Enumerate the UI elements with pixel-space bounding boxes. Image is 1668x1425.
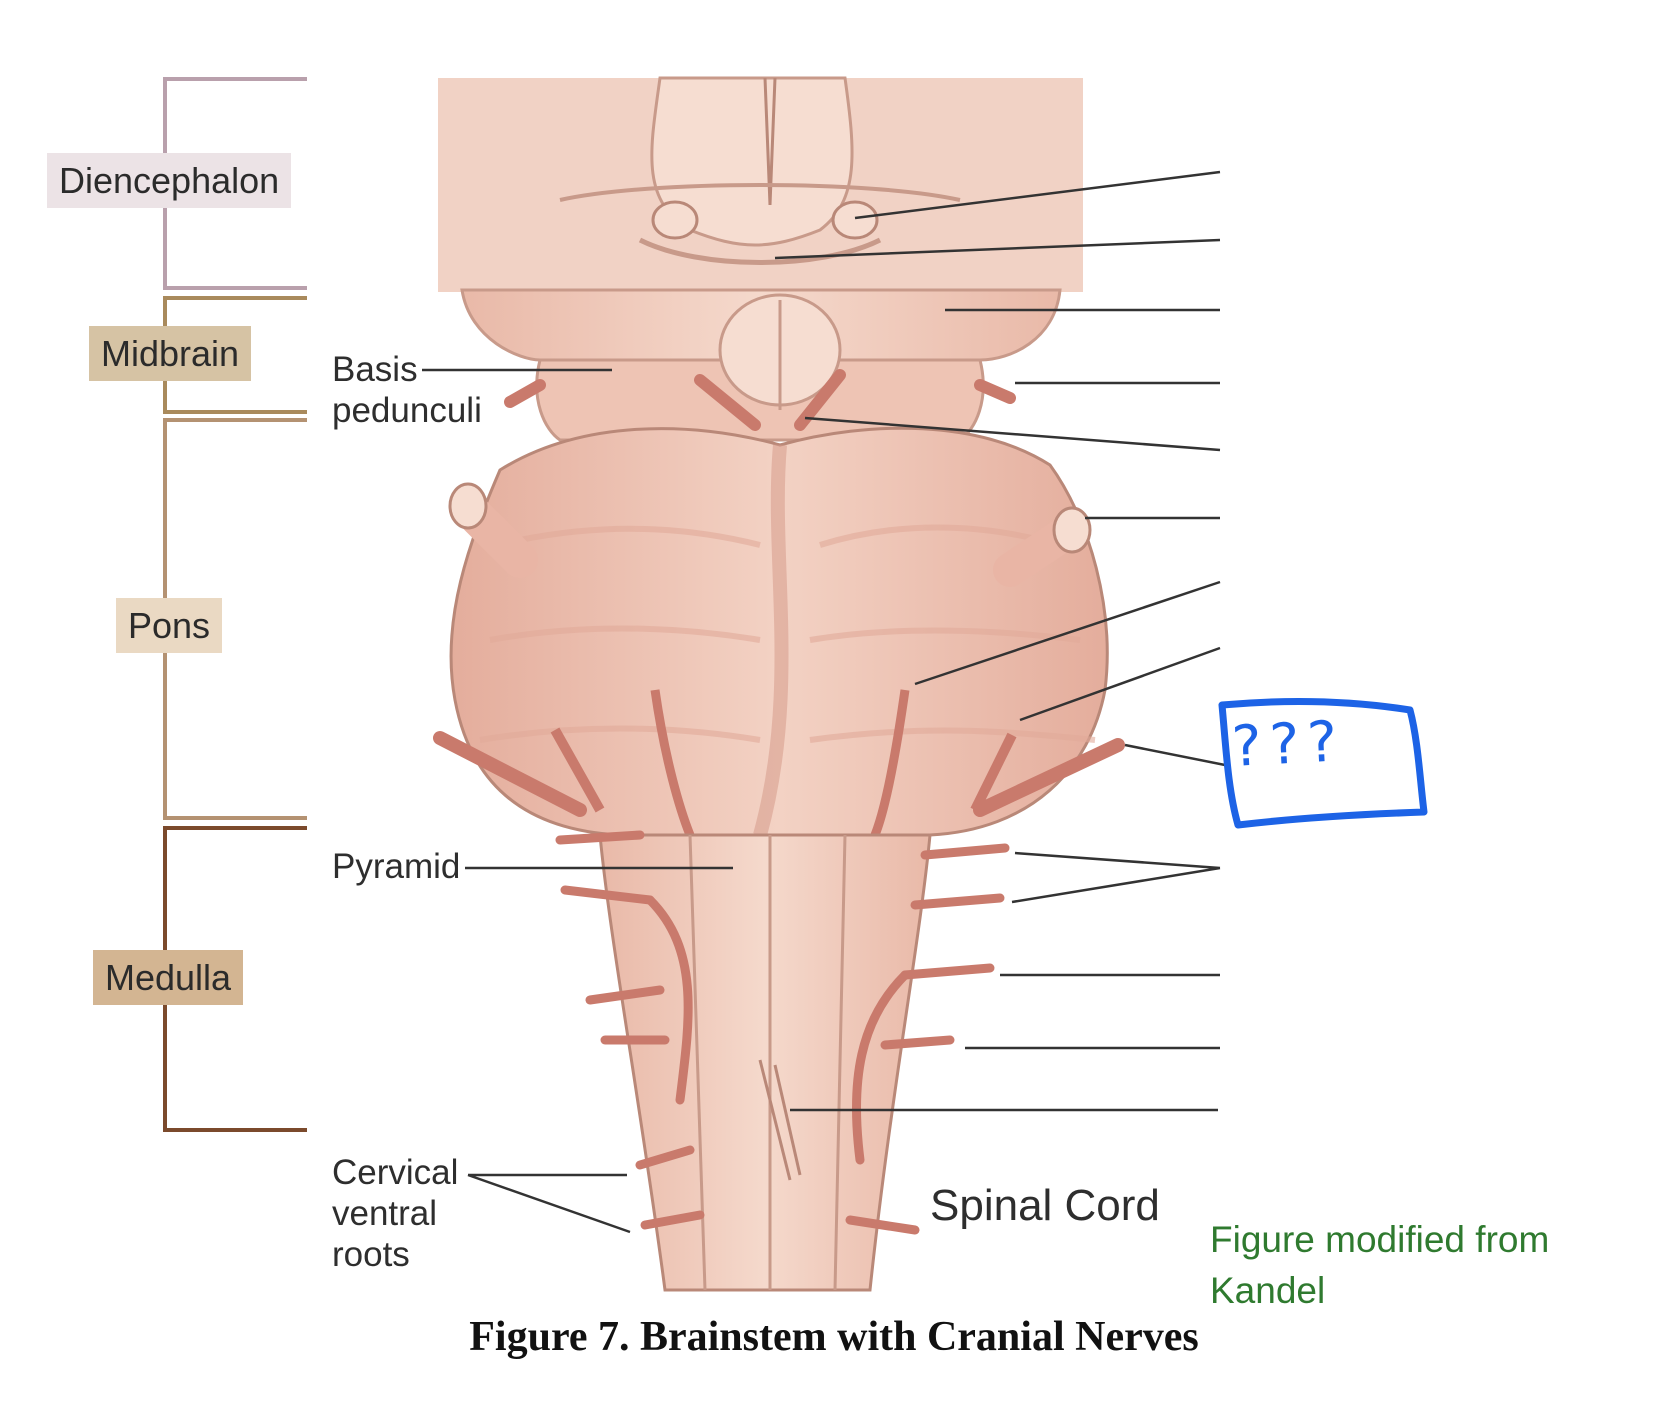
label-basis-pedunculi: Basis pedunculi — [332, 349, 482, 431]
region-label-pons: Pons — [116, 598, 223, 654]
leader-vestibulocochlear — [1124, 743, 1226, 767]
label-cervical-line-2: ventral — [332, 1194, 438, 1233]
label-cervical-line-3: roots — [332, 1235, 410, 1274]
abducens-nerve-left — [650, 689, 695, 837]
annotation-box — [1218, 697, 1428, 829]
leader-glossopharyngeal-vagus — [1011, 851, 1221, 904]
oculomotor-nerve-left — [694, 374, 761, 431]
vestibulocochlear-nerve-right — [973, 738, 1125, 817]
midbrain-structure — [460, 288, 1062, 442]
region-label-diencephalon: Diencephalon — [47, 153, 292, 209]
optic-nerve-stump-left — [651, 200, 699, 240]
label-cervical-line-1: Cervical — [332, 1153, 459, 1192]
facial-nerve-right — [970, 732, 1017, 813]
label-basis-line-1: Basis — [332, 350, 418, 389]
diencephalon-structure — [438, 76, 1083, 292]
leader-facial — [1019, 646, 1221, 722]
figure-caption: Figure 7. Brainstem with Cranial Nerves — [469, 1314, 1199, 1360]
trochlear-nerve-right — [974, 379, 1016, 404]
figure-credit-line-1: Figure modified from — [1210, 1219, 1550, 1260]
label-pyramid: Pyramid — [332, 847, 461, 886]
vestibulocochlear-nerve-left — [433, 731, 587, 817]
region-label-midbrain: Midbrain — [89, 326, 252, 382]
facial-nerve-left — [550, 727, 605, 813]
leader-optic-nerve — [854, 170, 1221, 220]
pons-structure — [433, 426, 1125, 837]
oculomotor-nerve-right — [794, 369, 846, 431]
leader-optic-chiasm — [774, 238, 1221, 260]
optic-nerve-stump-right — [831, 200, 879, 240]
leader-cervical-roots — [467, 1173, 631, 1234]
label-spinal-cord: Spinal Cord — [930, 1181, 1160, 1230]
leader-oculomotor — [804, 416, 1221, 452]
figure-credit-line-2: Kandel — [1210, 1270, 1326, 1311]
medulla-nerve-roots — [555, 830, 1010, 1235]
annotation-question-marks: ??? — [1230, 709, 1347, 780]
leader-lines — [422, 170, 1226, 1234]
region-label-medulla: Medulla — [93, 950, 244, 1006]
trochlear-nerve-left — [504, 379, 546, 408]
label-cervical-ventral-roots: Cervical ventral roots — [332, 1152, 458, 1275]
figure-credit: Figure modified from Kandel — [1210, 1214, 1549, 1316]
label-basis-line-2: pedunculi — [332, 391, 482, 430]
leader-abducens — [914, 580, 1221, 686]
abducens-nerve-right — [870, 689, 910, 837]
